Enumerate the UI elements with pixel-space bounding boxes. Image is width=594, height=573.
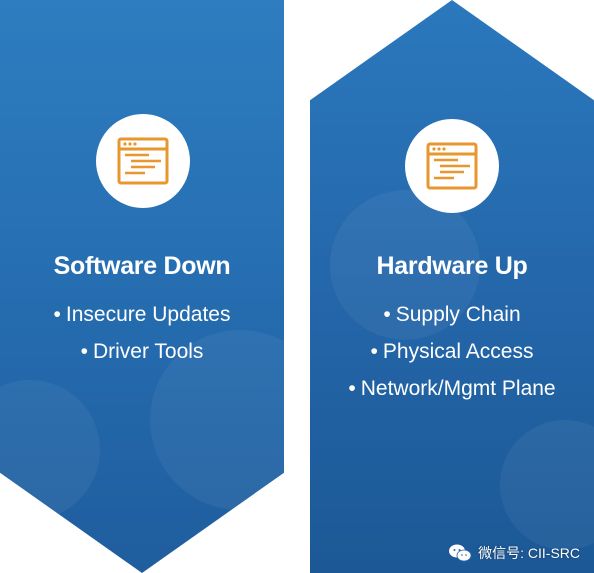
list-item-label: Supply Chain — [395, 303, 521, 326]
list-item: •Insecure Updates — [53, 303, 231, 326]
background-bubble — [330, 190, 480, 340]
hardware-up-list: •Supply Chain •Physical Access •Network/… — [310, 296, 594, 407]
list-item: •Network/Mgmt Plane — [348, 377, 556, 400]
background-bubble — [150, 330, 284, 510]
background-bubble — [500, 420, 594, 550]
list-item: •Physical Access — [370, 340, 534, 363]
browser-window-icon — [117, 137, 169, 185]
list-item-label: Network/Mgmt Plane — [360, 377, 556, 400]
software-down-list: •Insecure Updates •Driver Tools — [0, 296, 284, 370]
watermark-text: 微信号: CII-SRC — [478, 545, 580, 561]
list-item-label: Driver Tools — [92, 340, 204, 363]
watermark: 微信号: CII-SRC — [448, 543, 580, 563]
hardware-up-panel: Hardware Up •Supply Chain •Physical Acce… — [310, 0, 594, 573]
software-icon-circle — [96, 114, 190, 208]
software-down-panel: Software Down •Insecure Updates •Driver … — [0, 0, 284, 573]
software-down-title: Software Down — [53, 252, 231, 280]
hardware-icon-circle — [405, 119, 499, 213]
list-item: •Driver Tools — [80, 340, 204, 363]
wechat-icon — [449, 544, 472, 562]
browser-window-icon — [426, 142, 478, 190]
background-bubble — [0, 380, 100, 520]
list-item: •Supply Chain — [383, 303, 521, 326]
list-item-label: Insecure Updates — [65, 303, 231, 326]
list-item-label: Physical Access — [382, 340, 534, 363]
hardware-up-title: Hardware Up — [376, 252, 528, 280]
